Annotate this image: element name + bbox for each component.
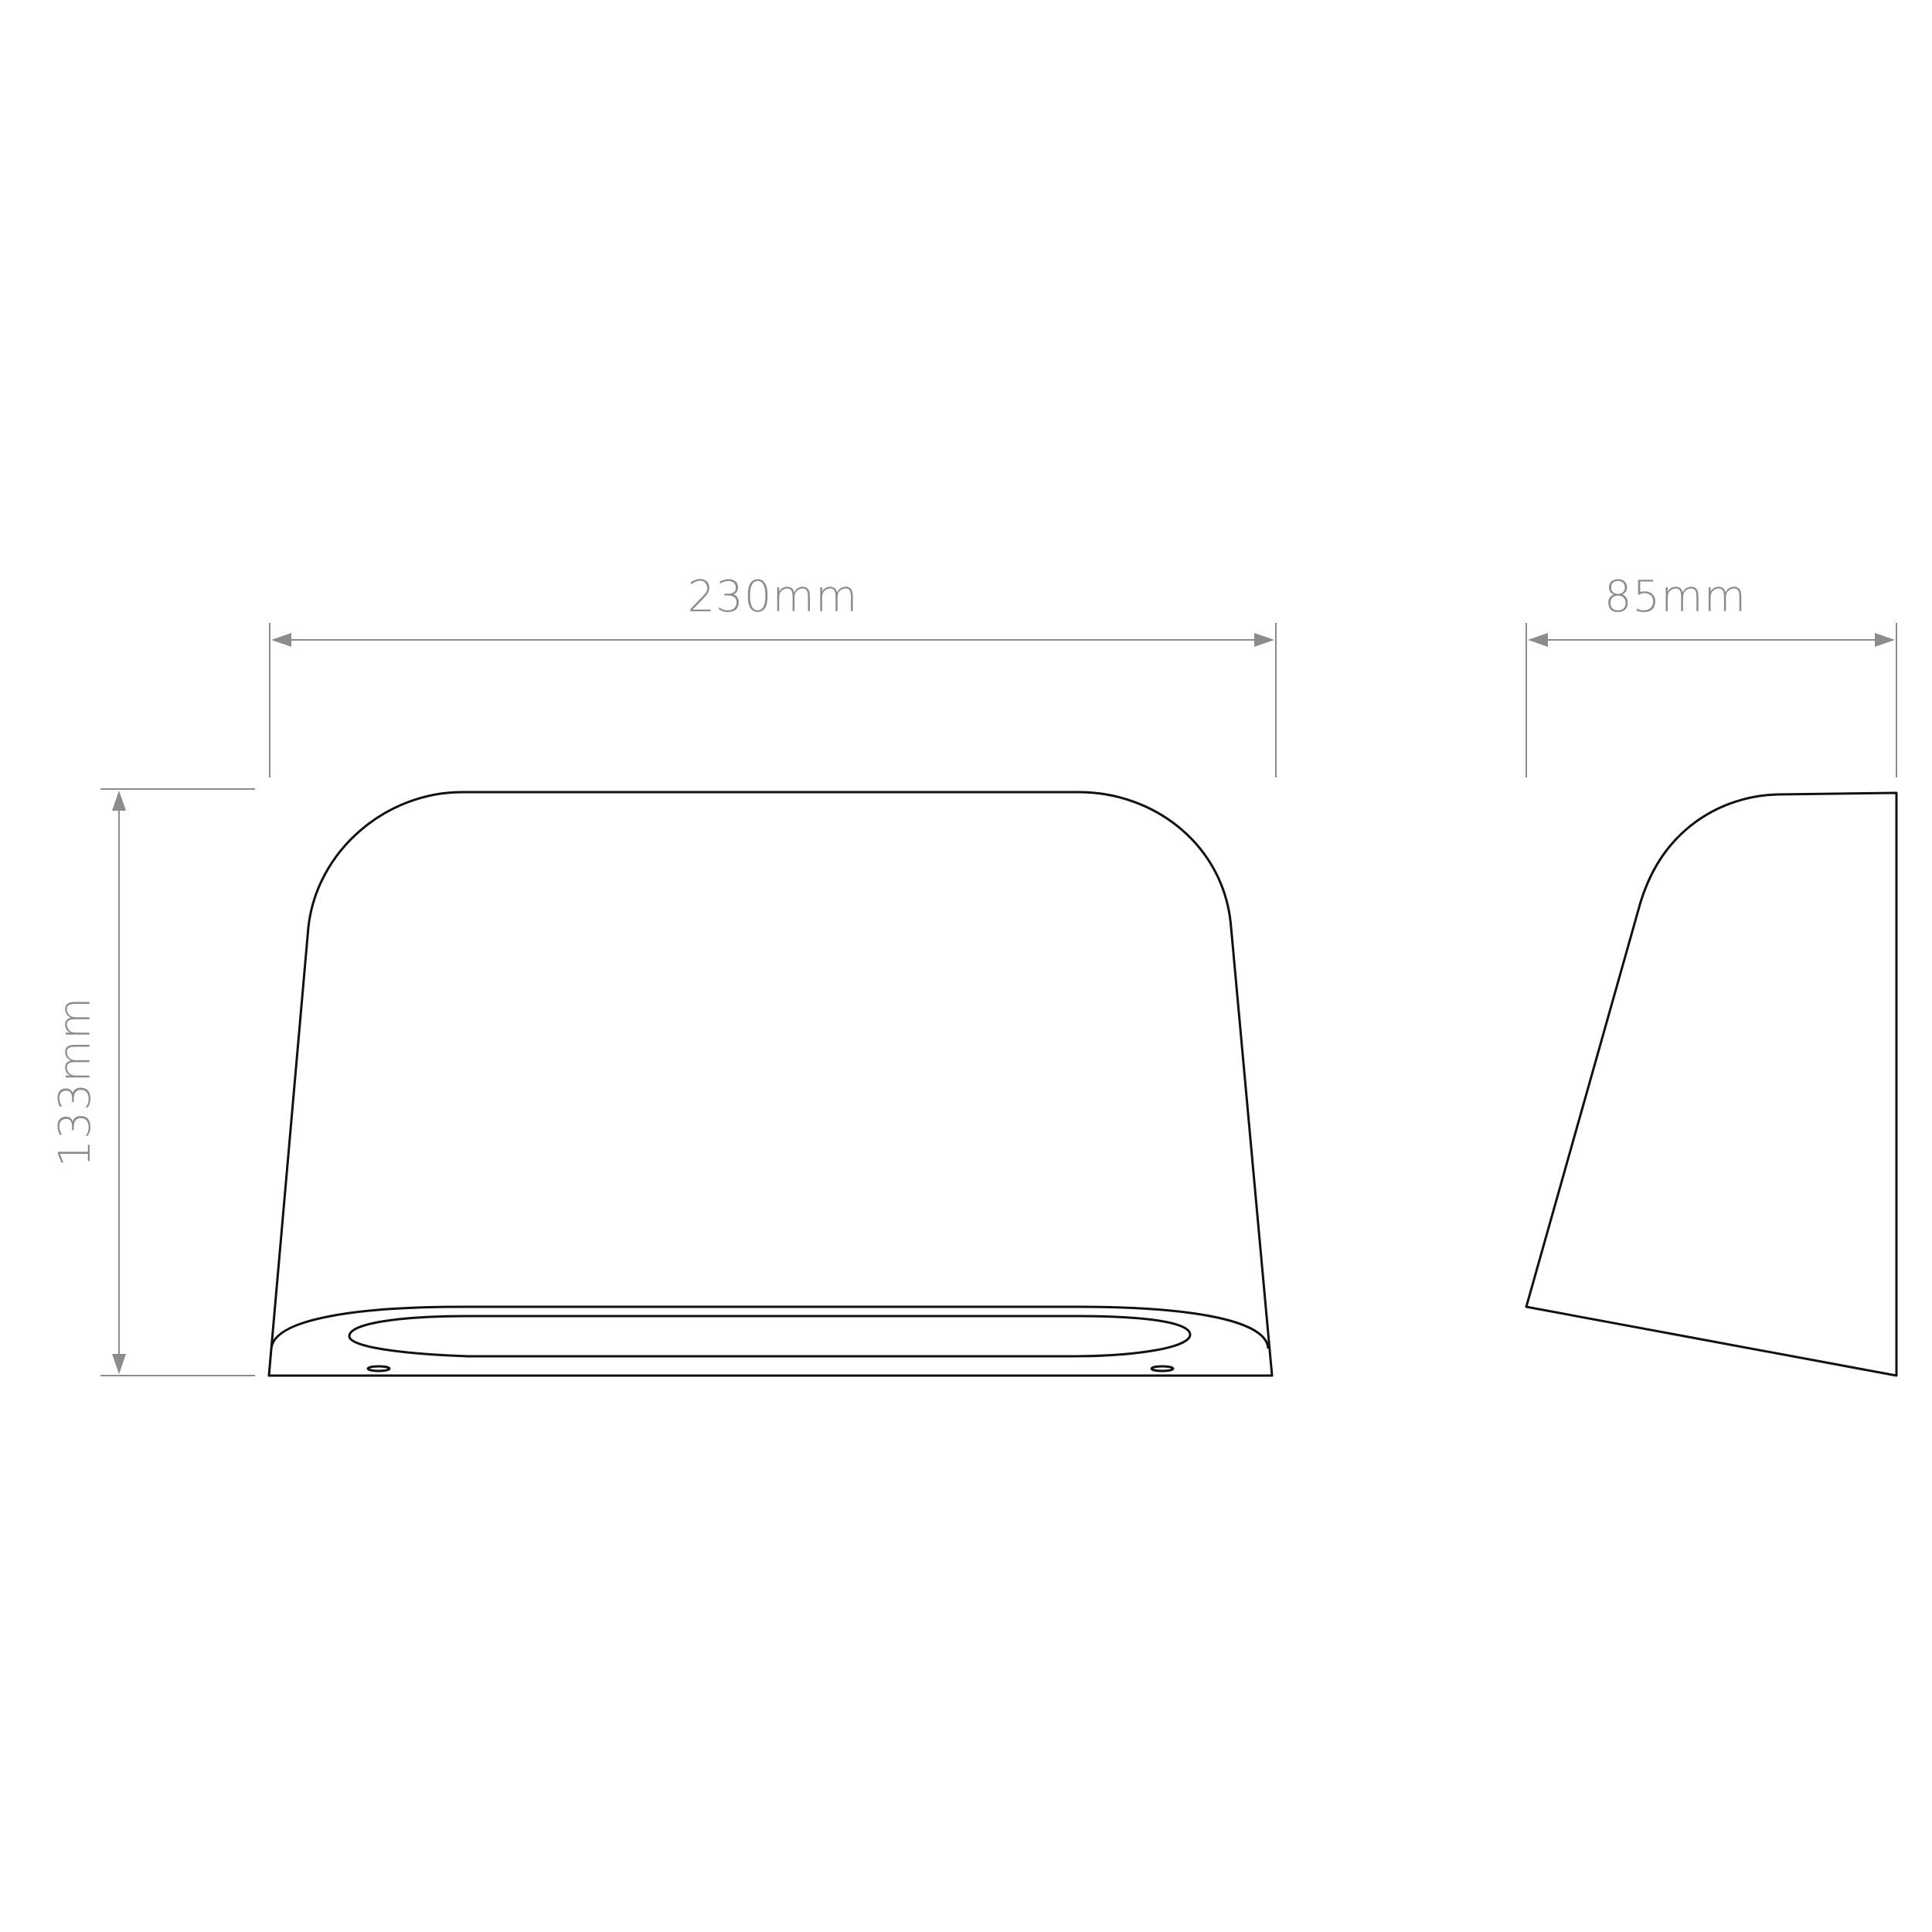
depth-arrow-right [1875,633,1895,647]
depth-label: 85mm [1604,572,1747,622]
front-view [267,791,1274,1377]
depth-arrow-left [1528,633,1548,647]
width-arrow-right [1254,633,1274,647]
side-view [1525,791,1898,1377]
front-view-screw-right [1150,1365,1175,1372]
height-arrow-top [112,791,126,811]
height-arrow-bottom [112,1354,126,1374]
height-label: 133mm [50,997,100,1168]
side-view-body-outline [1525,791,1898,1377]
front-view-screw-left [366,1365,391,1372]
width-arrow-left [271,633,291,647]
height-dimension: 133mm [50,788,255,1376]
width-dimension: 230mm [269,572,1277,777]
front-view-base-ledge [270,1305,1270,1349]
width-label: 230mm [688,572,859,622]
front-view-light-aperture [348,1315,1192,1358]
front-view-body-outline [267,791,1274,1377]
depth-dimension: 85mm [1526,572,1897,777]
